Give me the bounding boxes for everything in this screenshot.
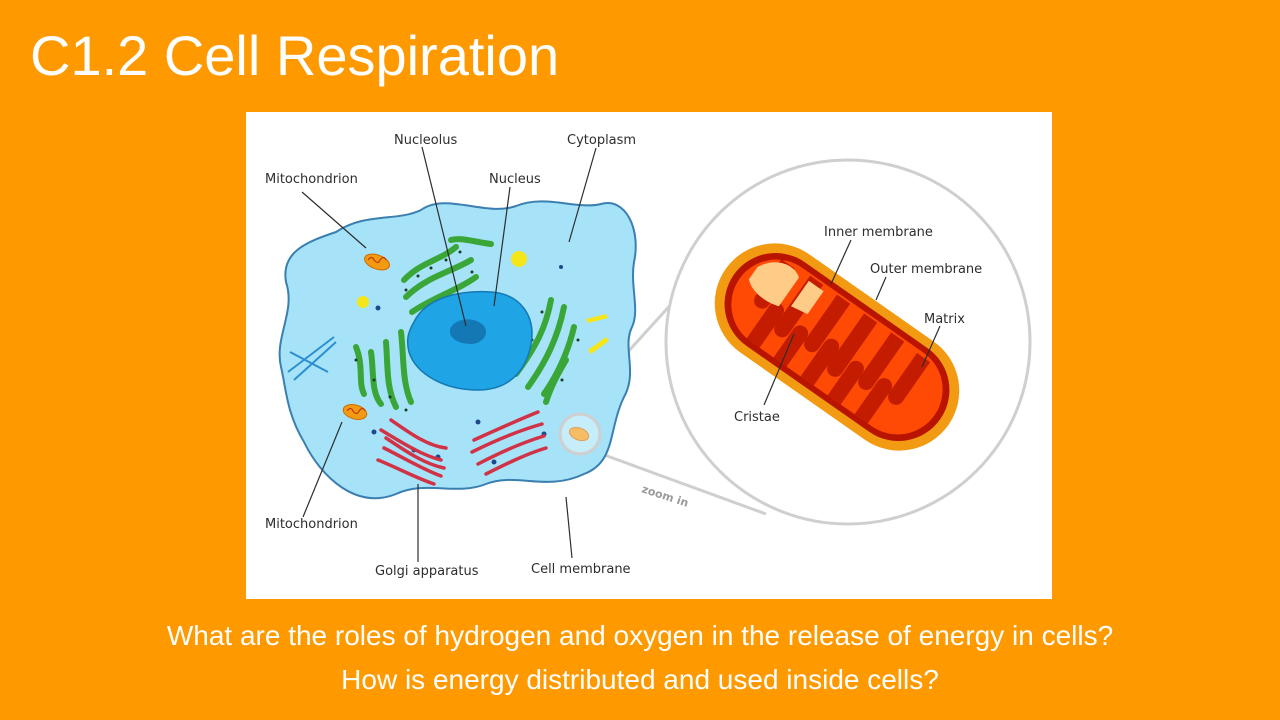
cell-diagram-svg: Nucleolus Cytoplasm Mitochondrion Nucleu… (265, 133, 1032, 579)
golgi-apparatus (376, 410, 548, 486)
label-outer-membrane: Outer membrane (870, 262, 982, 277)
cytoskeleton (287, 336, 337, 381)
vesicles (357, 251, 609, 354)
zoom-source-circle (558, 412, 602, 456)
label-cell-membrane: Cell membrane (531, 562, 631, 577)
label-cytoplasm: Cytoplasm (567, 133, 636, 148)
nucleolus-shape (449, 319, 487, 344)
slide-title: C1.2 Cell Respiration (30, 24, 560, 87)
leader-lines (301, 146, 941, 562)
question-1: What are the roles of hydrogen and oxyge… (166, 620, 1114, 651)
label-mitochondrion-bottom: Mitochondrion (265, 517, 358, 532)
mitochondrion-large (714, 243, 960, 451)
question-2: How is energy distributed and used insid… (341, 664, 939, 695)
label-nucleolus: Nucleolus (394, 133, 458, 148)
cell-diagram: Nucleolus Cytoplasm Mitochondrion Nucleu… (246, 112, 1052, 599)
label-nucleus: Nucleus (489, 172, 541, 187)
label-cristae: Cristae (734, 410, 780, 425)
label-mitochondrion-top: Mitochondrion (265, 172, 358, 187)
label-golgi-apparatus: Golgi apparatus (375, 564, 479, 579)
mitochondrion-small (342, 253, 590, 442)
label-zoom-in: zoom in (640, 482, 690, 509)
label-matrix: Matrix (924, 312, 965, 327)
guiding-questions: What are the roles of hydrogen and oxyge… (0, 614, 1280, 702)
label-inner-membrane: Inner membrane (824, 225, 933, 240)
